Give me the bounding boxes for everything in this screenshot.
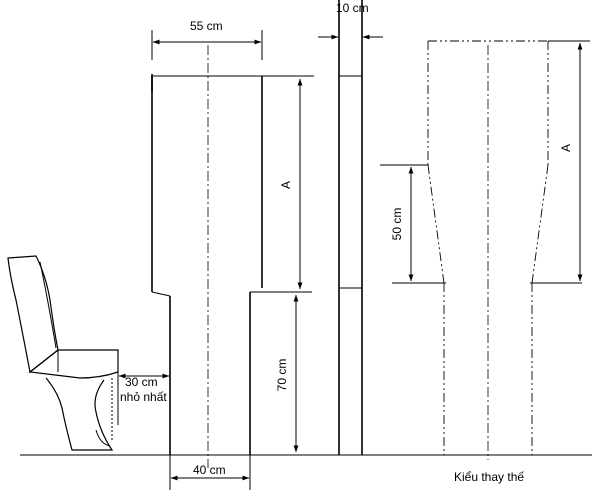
wall-section: 10 cm: [318, 0, 383, 455]
dimension-40cm: 40 cm: [169, 455, 251, 490]
cubicle-outline: [151, 45, 314, 468]
dimension-50cm: 50 cm: [390, 166, 414, 282]
label-50cm: 50 cm: [390, 208, 404, 241]
alternative-style-outline: [380, 40, 590, 460]
dimension-70cm: 70 cm: [275, 294, 299, 453]
dimension-30cm-min: 30 cm nhỏ nhất: [118, 373, 170, 404]
label-30cm: 30 cm: [125, 375, 158, 389]
toilet-drawing: [7, 255, 119, 451]
caption-alternative-style: Kiểu thay thế: [454, 470, 524, 484]
label-A-right: A: [559, 144, 573, 152]
dimension-A-right: A: [559, 42, 583, 282]
label-70cm: 70 cm: [275, 359, 289, 392]
label-55cm: 55 cm: [190, 19, 223, 33]
dimension-55cm: 55 cm: [151, 19, 263, 60]
label-10cm: 10 cm: [336, 1, 369, 15]
label-A-left: A: [279, 181, 293, 189]
label-40cm: 40 cm: [193, 463, 226, 477]
label-minimum: nhỏ nhất: [120, 390, 167, 404]
dimension-A-left: A: [279, 78, 303, 290]
